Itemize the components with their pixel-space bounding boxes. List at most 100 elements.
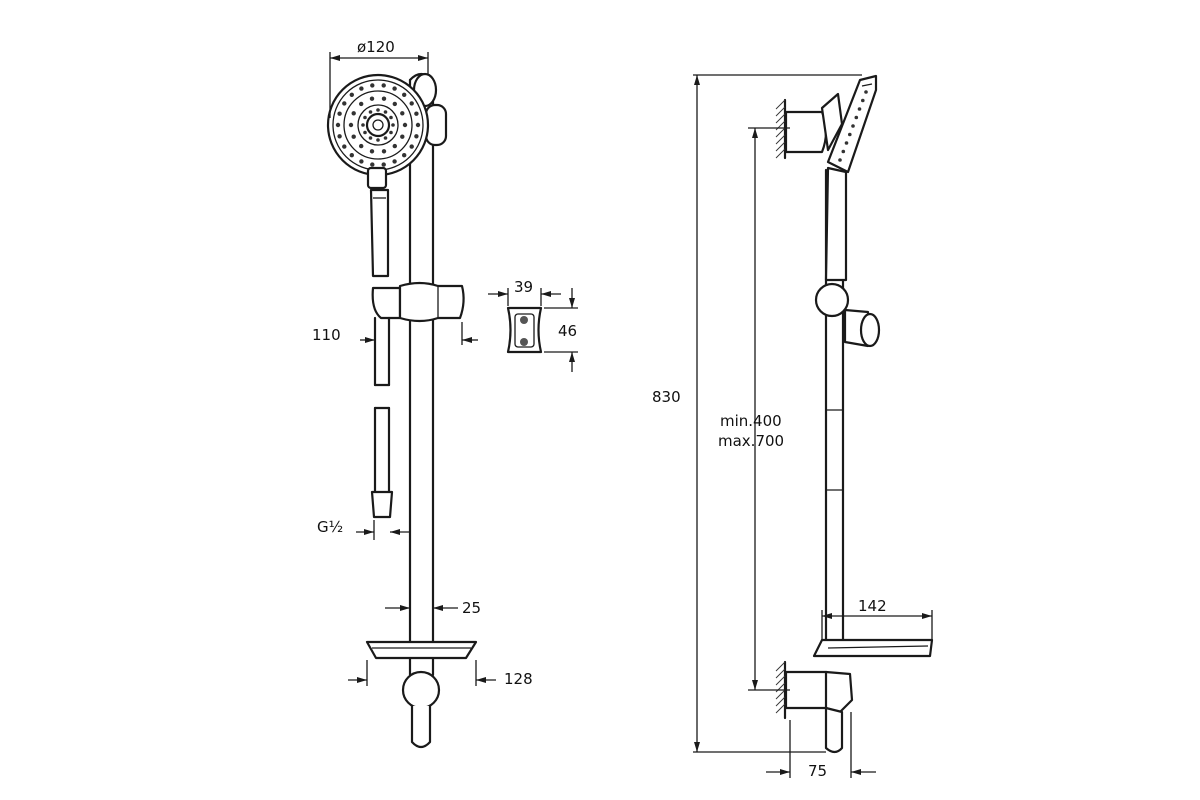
hatch-line [775, 661, 786, 672]
dim-rail-diameter: 25 [462, 599, 481, 617]
nozzle-dot [402, 153, 407, 158]
hatch-line [775, 668, 786, 679]
nozzle-dot [838, 158, 842, 162]
hand-shower-head [326, 73, 430, 190]
holder-detail [506, 306, 543, 354]
nozzle-dot [368, 110, 373, 114]
nozzle-dot [351, 111, 356, 116]
side-soap-dish [812, 638, 934, 658]
nozzle-dot [359, 101, 364, 107]
dim-head-diameter: ø120 [357, 38, 395, 56]
wall-hatch-top [775, 98, 787, 160]
nozzle-dot [363, 130, 367, 135]
nozzle-dot [864, 90, 868, 94]
nozzle-dot [389, 130, 393, 135]
dim-holder-height: 46 [558, 322, 577, 340]
nozzle-dot [402, 122, 408, 128]
nozzle-dot [359, 159, 364, 164]
side-bottom-bracket [784, 670, 854, 754]
side-shower-head [824, 74, 878, 282]
hatch-line [775, 682, 786, 693]
hatch-line [775, 148, 786, 159]
dim-thread: G½ [317, 518, 343, 536]
nozzle-dot [861, 98, 865, 103]
nozzle-dot [381, 96, 387, 101]
nozzle-dot [349, 153, 354, 158]
nozzle-dot [851, 124, 855, 128]
nozzle-dot [351, 134, 356, 139]
dim-bracket-spacing-max: max.700 [718, 432, 784, 450]
hatch-line [775, 127, 786, 138]
shower-handle [369, 188, 390, 278]
spray-nozzles [335, 83, 421, 167]
dim-wall-projection: 75 [808, 762, 827, 780]
nozzle-dot [361, 123, 365, 127]
side-top-bracket [784, 92, 844, 154]
nozzle-dot [844, 141, 849, 145]
hatch-line [775, 113, 786, 124]
nozzle-dot [368, 136, 373, 140]
side-view: 830 min.400 max.700 142 75 [652, 74, 934, 780]
nozzle-dot [342, 144, 347, 149]
nozzle-dot [400, 111, 405, 116]
hatch-line [775, 141, 786, 152]
hatch-line [775, 703, 786, 714]
nozzle-dot [383, 136, 388, 140]
dim-total-height: 830 [652, 388, 681, 406]
nozzle-dot [337, 111, 342, 116]
sliding-holder [371, 281, 465, 323]
nozzle-dot [370, 83, 375, 88]
nozzle-dot [381, 149, 387, 154]
nozzle-dot [369, 149, 375, 154]
nozzle-dot [392, 143, 397, 149]
nozzle-dot [383, 110, 388, 114]
dim-soap-dish-depth: 142 [858, 597, 887, 615]
nozzle-dot [369, 96, 375, 101]
nozzle-dot [409, 101, 414, 106]
dim-handle-offset: 110 [312, 326, 341, 344]
nozzle-dot [381, 83, 386, 88]
nozzle-dot [402, 92, 407, 98]
nozzle-dot [381, 162, 386, 167]
front-view: ø120 110 G½ 25 128 39 46 [312, 38, 578, 749]
nozzle-dot [857, 107, 862, 111]
shower-hose [370, 316, 394, 519]
hatch-line [775, 689, 786, 700]
nozzle-dot [848, 132, 852, 137]
dim-bracket-spacing-min: min.400 [720, 412, 782, 430]
nozzle-dot [392, 101, 397, 107]
hatch-line [775, 675, 786, 686]
nozzle-dot [337, 134, 342, 139]
nozzle-dot [414, 111, 419, 116]
dim-holder-width: 39 [514, 278, 533, 296]
hatch-line [775, 106, 786, 117]
bottom-wall-bracket [401, 670, 441, 749]
nozzle-dot [376, 108, 380, 112]
hatch-line [775, 134, 786, 145]
nozzle-dot [335, 122, 341, 128]
nozzle-dot [409, 144, 414, 149]
nozzle-dot [342, 101, 347, 106]
nozzle-dot [391, 123, 395, 127]
nozzle-dot [359, 86, 364, 91]
nozzle-dot [392, 159, 397, 164]
nozzle-dot [415, 122, 421, 128]
dim-soap-dish-width: 128 [504, 670, 533, 688]
soap-dish [365, 640, 478, 660]
nozzle-dot [400, 134, 405, 139]
nozzle-dot [349, 92, 354, 98]
side-sliding-holder [814, 282, 881, 348]
slide-rail [408, 72, 435, 677]
nozzle-dot [376, 138, 380, 142]
hatch-line [775, 99, 786, 110]
nozzle-dot [389, 115, 393, 120]
side-dimensions [693, 74, 933, 778]
front-dimensions [329, 52, 578, 686]
nozzle-dot [348, 122, 354, 128]
hatch-line [775, 696, 786, 707]
nozzle-dot [363, 115, 367, 120]
nozzle-dot [841, 149, 846, 154]
nozzle-dot [414, 134, 419, 139]
nozzle-dot [854, 115, 859, 120]
